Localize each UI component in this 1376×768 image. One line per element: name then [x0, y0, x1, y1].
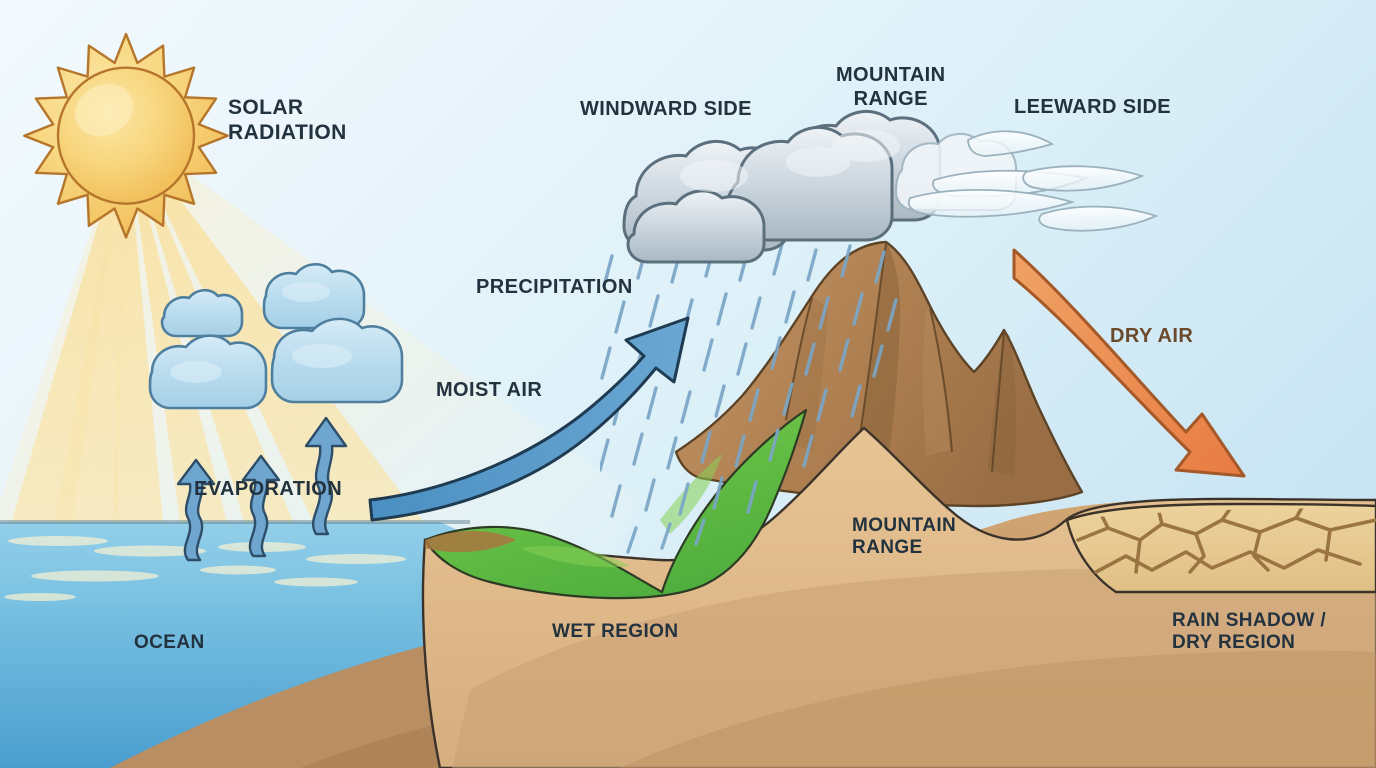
label-wet-region: WET REGION: [552, 621, 679, 642]
precipitation-streaks: [600, 242, 898, 554]
evaporation-arrow-2: [241, 454, 281, 558]
vegetation-highlights: [520, 454, 722, 568]
dry-air-arrow: [1012, 248, 1246, 478]
label-mountain-range-mid: MOUNTAIN RANGE: [852, 515, 957, 559]
rain-cloud-highlights: [680, 130, 900, 192]
label-moist-air: MOIST AIR: [436, 379, 543, 401]
evaporation-arrow-3: [304, 416, 348, 536]
sun-icon: [23, 32, 229, 239]
evaporation-arrow-1: [176, 458, 216, 562]
label-mountain-range-top: MOUNTAIN RANGE: [836, 64, 946, 110]
ocean-cloud-highlights: [170, 282, 352, 383]
sand-shade-1: [452, 567, 1376, 768]
label-rain-shadow-dry-region: RAIN SHADOW / DRY REGION: [1172, 610, 1327, 654]
wind-wisps: [907, 130, 1159, 232]
label-solar-radiation: SOLAR RADIATION: [228, 96, 347, 144]
label-windward-side: WINDWARD SIDE: [580, 98, 752, 120]
label-dry-air: DRY AIR: [1110, 325, 1194, 347]
label-precipitation: PRECIPITATION: [476, 276, 633, 298]
moist-air-arrow: [368, 316, 690, 522]
label-ocean: OCEAN: [134, 632, 205, 653]
label-evaporation: EVAPORATION: [194, 478, 343, 500]
shore-spit: [425, 531, 516, 553]
sand-shade-2: [620, 650, 1376, 768]
label-leeward-side: LEEWARD SIDE: [1014, 96, 1172, 118]
ocean-sparkles: [4, 536, 406, 601]
rain-cloud-lower-left: [626, 189, 766, 264]
evaporation-arrows: [176, 416, 348, 562]
desert-surface: [1065, 502, 1376, 594]
ocean-cloud-small: [160, 288, 244, 338]
